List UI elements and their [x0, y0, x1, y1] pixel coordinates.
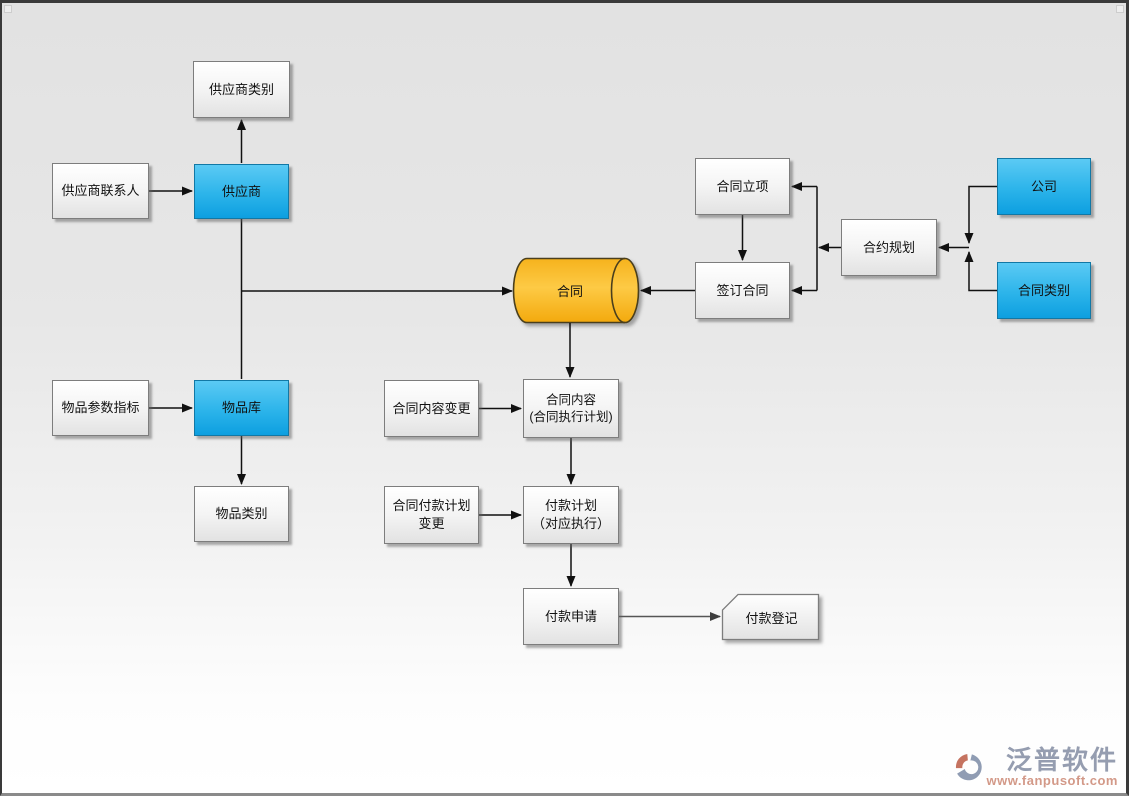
corner-artifact-right [1116, 5, 1124, 13]
node-label: 物品参数指标 [61, 400, 140, 416]
node-contract-planning: 合约规划 [841, 219, 937, 276]
node-contract-setup: 合同立项 [695, 158, 790, 215]
node-contract-category: 合同类别 [997, 262, 1091, 319]
node-label: 合同内容 [545, 392, 596, 407]
node-sign-contract: 签订合同 [695, 262, 790, 319]
fanpu-logo-text: 泛普软件 www.fanpusoft.com [986, 744, 1118, 788]
node-payment-plan: 付款计划 （对应执行） [523, 486, 619, 544]
node-label: 合同类别 [1017, 282, 1070, 298]
node-payment-register-label: 付款登记 [745, 610, 798, 626]
logo-brand-text: 泛普软件 [1005, 744, 1118, 775]
node-supplier-category: 供应商类别 [193, 61, 290, 118]
node-label-line2: (合同执行计划) [529, 409, 613, 424]
node-label-line2: 变更 [418, 516, 445, 531]
fanpu-logo: 泛普软件 www.fanpusoft.com [953, 744, 1118, 788]
node-supplier-contact: 供应商联系人 [52, 163, 149, 219]
node-payment-plan-change: 合同付款计划 变更 [384, 486, 479, 544]
node-content-change: 合同内容变更 [384, 380, 479, 437]
connector-contract-category-to-junction [964, 251, 997, 292]
node-item-library: 物品库 [194, 380, 289, 436]
node-contract-content: 合同内容 (合同执行计划) [523, 379, 619, 438]
node-item-params: 物品参数指标 [52, 380, 149, 436]
node-label: 供应商联系人 [61, 183, 140, 199]
fanpu-logo-icon [956, 753, 983, 781]
node-label: 签订合同 [716, 282, 769, 298]
logo-url-text: www.fanpusoft.com [986, 773, 1118, 788]
node-label: 合同立项 [716, 178, 769, 194]
node-label: 物品类别 [215, 506, 268, 522]
node-company: 公司 [997, 158, 1091, 215]
node-payment-request: 付款申请 [523, 588, 619, 645]
node-label: 公司 [1030, 178, 1057, 194]
node-label: 付款申请 [544, 608, 597, 624]
node-label: 付款计划 [544, 498, 597, 514]
node-supplier: 供应商 [194, 164, 289, 219]
node-contract-cylinder-label: 合同 [556, 284, 583, 299]
node-label-line2: （对应执行） [531, 516, 610, 531]
node-label: 供应商类别 [208, 81, 274, 97]
node-label: 物品库 [221, 400, 261, 416]
node-label: 合约规划 [862, 239, 915, 255]
node-label: 供应商 [221, 183, 261, 199]
corner-artifact-left [4, 5, 12, 13]
node-label: 合同付款计划 [392, 498, 471, 514]
node-label: 合同内容变更 [392, 400, 471, 416]
node-item-category: 物品类别 [194, 486, 289, 542]
connector-company-to-junction [964, 185, 997, 244]
